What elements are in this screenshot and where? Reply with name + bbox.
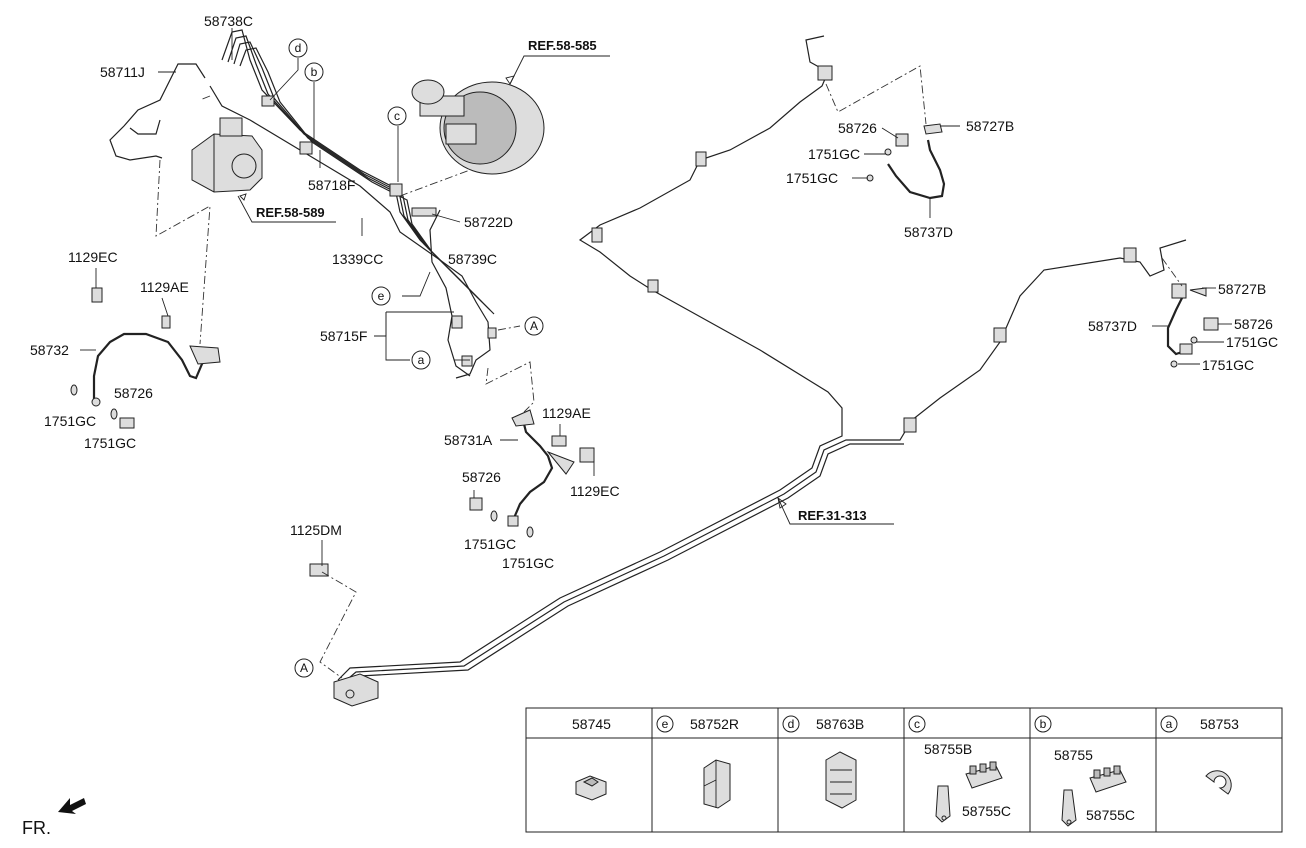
part-label-1751GC-left-2: 1751GC xyxy=(84,435,136,451)
part-label-1751GC-right-2: 1751GC xyxy=(786,170,838,186)
clip-legend-table: 58745 e 58752R d 58763B c 58755B 58755C xyxy=(525,707,1283,833)
clip-icon-58755 xyxy=(1061,765,1127,827)
front-pipe-bundle xyxy=(109,29,497,379)
legend-part-3: 58763B xyxy=(816,716,864,732)
ref-31-313: REF.31-313 xyxy=(798,508,867,523)
part-label-1751GC-right-4: 1751GC xyxy=(1202,357,1254,373)
ref-58-585: REF.58-585 xyxy=(528,38,597,53)
callout-d-letter: d xyxy=(295,41,302,55)
legend-letter-2: e xyxy=(662,717,669,731)
part-label-58731A: 58731A xyxy=(444,432,493,448)
body-brake-lines xyxy=(337,35,1187,689)
part-label-58726-left: 58726 xyxy=(114,385,153,401)
legend-letter-4: c xyxy=(914,717,920,731)
part-label-1129EC-left: 1129EC xyxy=(68,249,118,265)
callout-b-letter: b xyxy=(311,65,318,79)
callout-A-lower-letter: A xyxy=(300,661,308,675)
part-label-1751GC-middle-1: 1751GC xyxy=(464,536,516,552)
part-label-1129EC-middle: 1129EC xyxy=(570,483,620,499)
legend-sub-4-1: 58755B xyxy=(924,741,972,757)
part-label-1751GC-right-1: 1751GC xyxy=(808,146,860,162)
junction-block xyxy=(309,563,379,707)
clip-icon-58752R xyxy=(703,759,731,809)
legend-part-2: 58752R xyxy=(690,716,739,732)
brake-booster xyxy=(411,79,545,175)
legend-letter-6: a xyxy=(1166,717,1173,731)
front-arrow-icon xyxy=(58,798,86,814)
ref-58-589: REF.58-589 xyxy=(256,205,325,220)
part-label-58722D: 58722D xyxy=(464,214,513,230)
part-label-58737D-right-2: 58737D xyxy=(1088,318,1137,334)
part-label-1751GC-left-1: 1751GC xyxy=(44,413,96,429)
part-label-58711J: 58711J xyxy=(100,64,145,80)
part-label-1339CC: 1339CC xyxy=(332,251,383,267)
clip-icon-58763B xyxy=(825,751,857,809)
callout-c-letter: c xyxy=(394,109,400,123)
abs-modulator xyxy=(191,117,263,193)
rear-left-hose xyxy=(469,409,595,538)
clip-icon-58753 xyxy=(1205,770,1232,795)
front-direction-indicator: FR. xyxy=(22,798,86,838)
part-label-58737D-right-1: 58737D xyxy=(904,224,953,240)
legend-part-6: 58753 xyxy=(1200,716,1239,732)
legend-letter-3: d xyxy=(788,717,795,731)
leader-lines xyxy=(80,28,1232,566)
part-label-58718F: 58718F xyxy=(308,177,355,193)
part-label-58727B-right-1: 58727B xyxy=(966,118,1014,134)
part-label-1125DM: 1125DM xyxy=(290,522,342,538)
rear-right-hoses xyxy=(866,123,1219,368)
callout-a: a xyxy=(411,350,431,370)
clip-icon-58755B xyxy=(935,761,1003,823)
clip-icon-58745 xyxy=(575,775,607,801)
part-label-58726-right-1: 58726 xyxy=(838,120,877,136)
legend-sub-5-2: 58755C xyxy=(1086,807,1135,823)
part-label-58715F: 58715F xyxy=(320,328,367,344)
part-label-58726-right-2: 58726 xyxy=(1234,316,1273,332)
legend-letter-5: b xyxy=(1040,717,1047,731)
part-label-1751GC-right-3: 1751GC xyxy=(1226,334,1278,350)
front-left-hose xyxy=(70,287,221,429)
callout-e-letter: e xyxy=(378,289,385,303)
callout-d: d xyxy=(288,38,308,58)
part-label-58732: 58732 xyxy=(30,342,69,358)
legend-sub-4-2: 58755C xyxy=(962,803,1011,819)
part-label-1129AE-middle: 1129AE xyxy=(542,405,591,421)
part-label-58727B-right-2: 58727B xyxy=(1218,281,1266,297)
callout-A-lower: A xyxy=(294,658,314,678)
front-label: FR. xyxy=(22,818,51,838)
part-label-58738C: 58738C xyxy=(204,13,253,29)
callout-A-upper: A xyxy=(524,316,544,336)
callout-a-letter: a xyxy=(418,353,425,367)
legend-part-1: 58745 xyxy=(572,716,611,732)
legend-sub-5-1: 58755 xyxy=(1054,747,1093,763)
part-label-58726-middle: 58726 xyxy=(462,469,501,485)
callout-e: e xyxy=(371,286,391,306)
part-label-58739C: 58739C xyxy=(448,251,497,267)
connection-lines xyxy=(155,65,1183,679)
callout-A-upper-letter: A xyxy=(530,319,538,333)
part-label-1751GC-middle-2: 1751GC xyxy=(502,555,554,571)
callout-c: c xyxy=(387,106,407,126)
part-label-1129AE-left: 1129AE xyxy=(140,279,189,295)
callout-b: b xyxy=(304,62,324,82)
